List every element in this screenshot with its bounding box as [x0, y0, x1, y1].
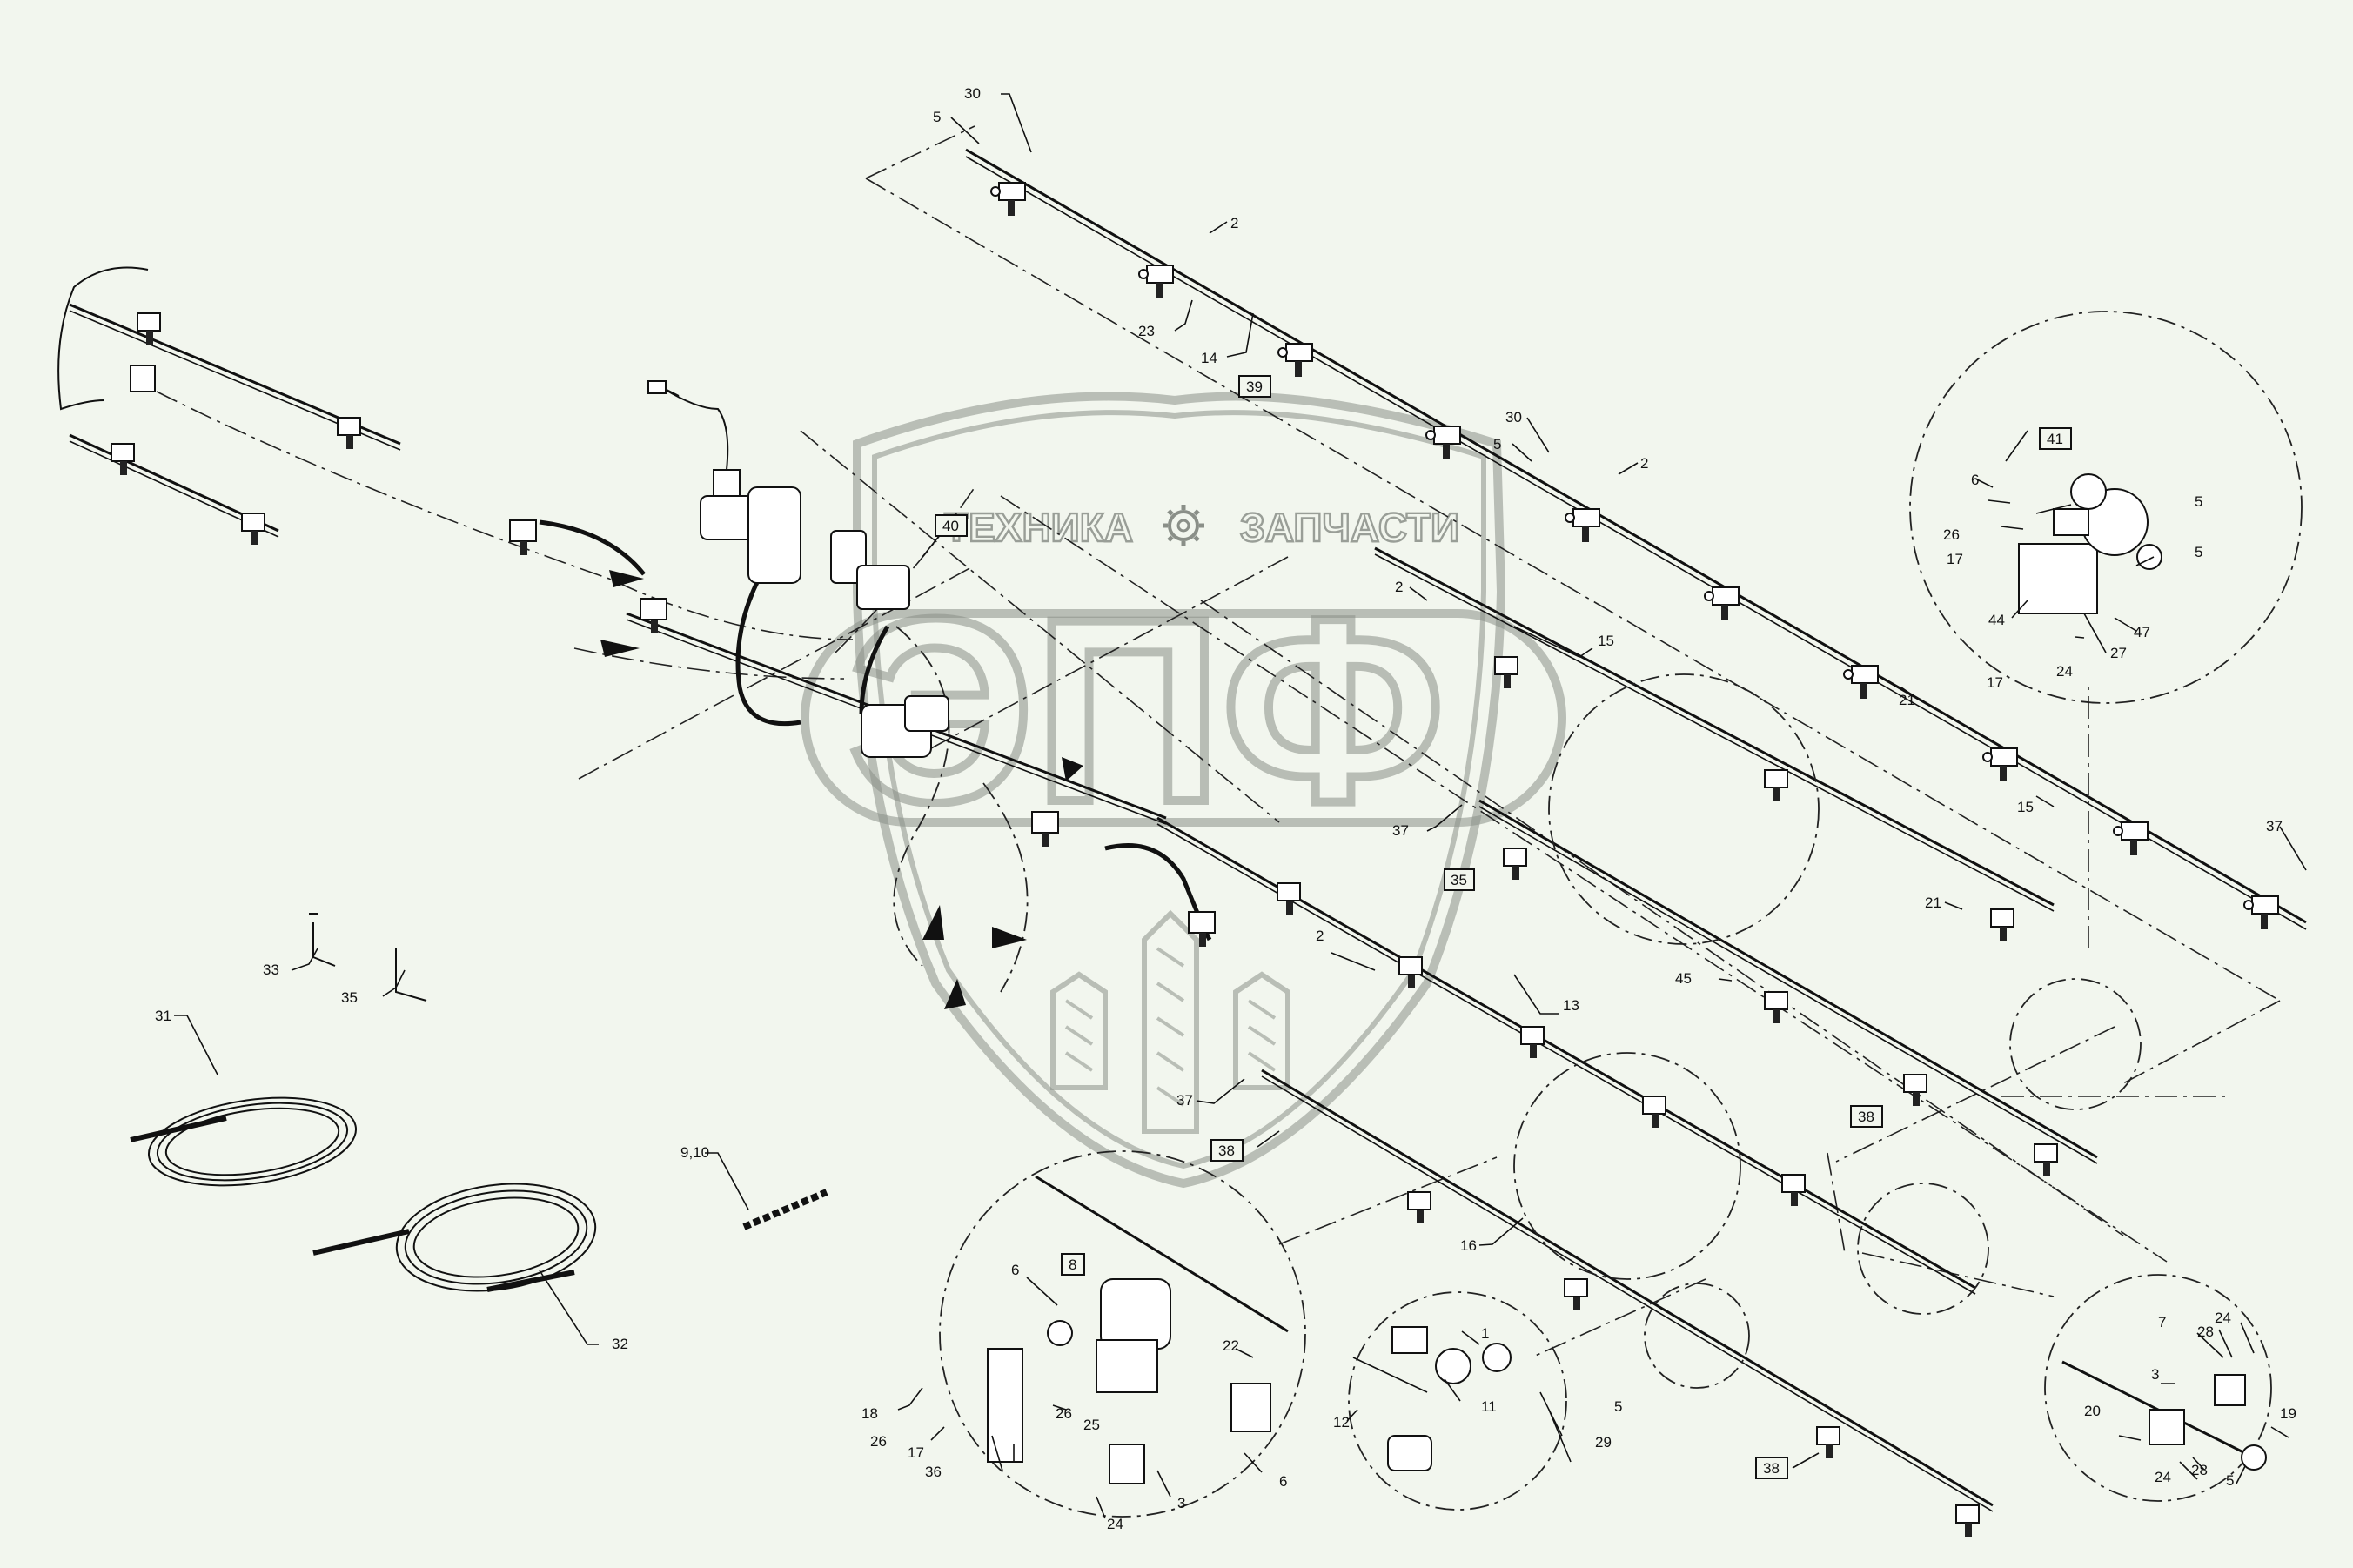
callout-label: 20 [2084, 1403, 2101, 1419]
callout-label: 28 [2191, 1462, 2208, 1478]
callout-label: 2 [1395, 579, 1403, 595]
callout-label: 11 [1481, 1398, 1497, 1415]
callout-label: 24 [2155, 1469, 2171, 1485]
callout-label: 16 [1460, 1237, 1477, 1254]
callout-label: 44 [1988, 612, 2005, 628]
callout-label: 17 [908, 1444, 924, 1461]
callout-labels: 30 5 2 23 14 39 30 5 2 40 2 15 21 15 37 … [155, 85, 2296, 1532]
callout-label: 36 [925, 1464, 942, 1480]
leader-lines [174, 93, 2307, 1519]
callout-box [2039, 427, 2072, 450]
callout-label: 26 [870, 1433, 887, 1450]
callout-label: 38 [1858, 1109, 1874, 1125]
callout-label: 37 [1392, 822, 1409, 839]
callout-label: 22 [1223, 1337, 1239, 1354]
callout-label: 40 [942, 518, 959, 534]
callout-label: 6 [1971, 472, 1979, 488]
callout-label: 7 [2158, 1314, 2166, 1330]
callout-label: 32 [612, 1336, 628, 1352]
callout-label: 2 [1230, 215, 1238, 231]
callout-label: 35 [1451, 872, 1467, 888]
callout-box [1444, 868, 1475, 891]
callout-label: 24 [2215, 1310, 2231, 1326]
callout-label: 45 [1675, 970, 1692, 987]
callout-label: 5 [1493, 436, 1501, 452]
watermark-shield [853, 392, 1506, 1189]
watermark-wheat [1050, 909, 1290, 1134]
callout-label: 24 [2056, 663, 2073, 680]
callout-label: 17 [1947, 551, 1963, 567]
watermark-text-2: ЗАПЧАСТИ [1240, 505, 1459, 550]
callout-label: 3 [2151, 1366, 2159, 1383]
callout-box [1210, 1139, 1244, 1162]
callout-label: 29 [1595, 1434, 1612, 1451]
callout-label: 38 [1218, 1142, 1235, 1159]
callout-label: 9,10 [680, 1144, 709, 1161]
callout-label: 8 [1069, 1256, 1076, 1273]
callout-label: 21 [1899, 692, 1915, 708]
callout-label: 15 [2017, 799, 2034, 815]
centre-lines [156, 125, 2281, 1358]
callout-label: 5 [1614, 1398, 1622, 1415]
callout-label: 3 [1177, 1495, 1185, 1511]
callout-label: 15 [1598, 633, 1614, 649]
callout-label: 26 [1943, 526, 1960, 543]
watermark-text-1: ТЕХНИКА [944, 505, 1133, 550]
watermark: ТЕХНИКА ЗАПЧАСТИ ЭПФ [801, 392, 1566, 1189]
callout-label: 19 [2280, 1405, 2296, 1422]
callout-label: 27 [2110, 645, 2127, 661]
callout-label: 12 [1333, 1414, 1350, 1431]
bracket-part [130, 365, 156, 392]
callout-label: 6 [1011, 1262, 1019, 1278]
callout-label: 5 [933, 109, 941, 125]
callout-label: 13 [1563, 997, 1579, 1014]
callout-label: 18 [861, 1405, 878, 1422]
callout-label: 39 [1246, 379, 1263, 395]
loose-parts [130, 913, 828, 1292]
mount-plate [2018, 543, 2098, 614]
callout-label: 41 [2047, 431, 2063, 447]
callout-label: 37 [1176, 1092, 1193, 1109]
callout-label: 28 [2197, 1323, 2214, 1340]
callout-label: 17 [1987, 674, 2003, 691]
callout-label: 30 [964, 85, 981, 102]
callout-label: 14 [1201, 350, 1217, 366]
callout-label: 21 [1925, 895, 1941, 911]
valve-block [647, 380, 949, 758]
callout-label: 47 [2134, 624, 2150, 640]
callout-label: 38 [1763, 1460, 1780, 1477]
callout-label: 33 [263, 962, 279, 978]
callout-box [1850, 1105, 1883, 1128]
callout-box [1755, 1457, 1788, 1479]
callout-box [1061, 1253, 1085, 1276]
callout-label: 1 [1481, 1325, 1489, 1342]
nozzle-assemblies [111, 182, 2279, 1537]
callout-label: 31 [155, 1008, 171, 1024]
callout-label: 5 [2195, 544, 2202, 560]
callout-label: 35 [341, 989, 358, 1006]
callout-label: 6 [1279, 1473, 1287, 1490]
flow-arrows [600, 570, 1083, 1009]
callout-label: 2 [1640, 455, 1648, 472]
callout-box [935, 514, 968, 537]
callout-label: 26 [1056, 1405, 1072, 1422]
callout-label: 5 [2195, 493, 2202, 510]
callout-label: 5 [2226, 1472, 2234, 1489]
callout-label: 30 [1505, 409, 1522, 426]
gear-icon [1163, 505, 1204, 546]
callout-box [1238, 375, 1271, 398]
callout-label: 24 [1107, 1516, 1123, 1532]
callout-label: 25 [1083, 1417, 1100, 1433]
callout-label: 2 [1316, 928, 1324, 944]
callout-label: 23 [1138, 323, 1155, 339]
callout-label: 37 [2266, 818, 2283, 834]
detail-views [939, 311, 2303, 1518]
